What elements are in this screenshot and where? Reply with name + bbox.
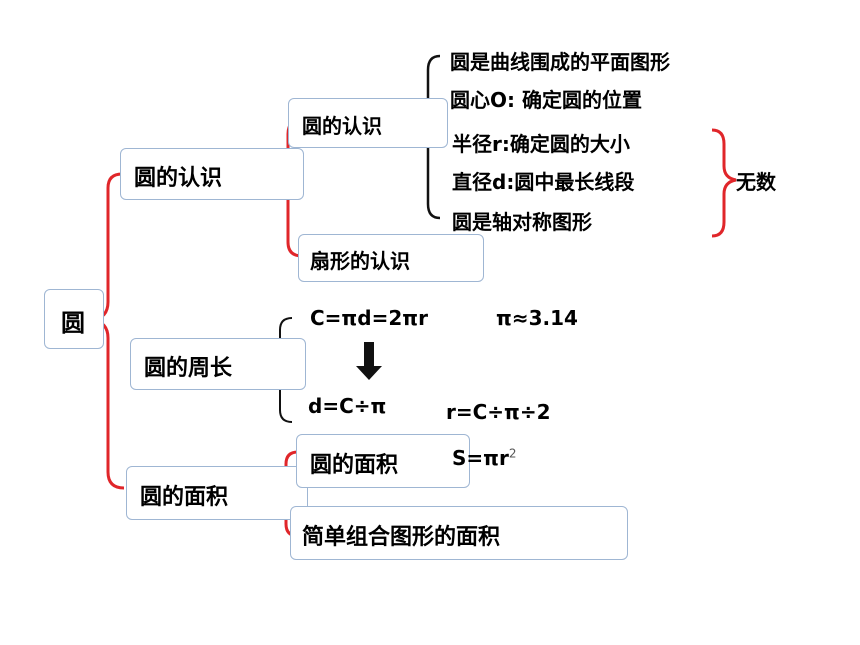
node-mianji[interactable]: [126, 466, 308, 520]
node-renshi-label: 圆的认识: [134, 166, 223, 191]
root-node[interactable]: [44, 289, 104, 349]
formula-r: r=C÷π÷2: [446, 400, 551, 424]
arrow-head: [356, 366, 382, 380]
node-mianji-label: 圆的面积: [140, 485, 229, 510]
node-renshi-sub[interactable]: [288, 98, 448, 148]
root-label: 圆: [61, 309, 85, 337]
node-shanxing[interactable]: [298, 234, 484, 282]
node-shanxing-label: 扇形的认识: [310, 249, 410, 273]
node-renshi-sub-label: 圆的认识: [302, 114, 382, 138]
formula-area-base: S=πr: [452, 446, 509, 470]
node-mianji-sub[interactable]: [296, 434, 470, 488]
wushu-bracket: [711, 128, 737, 238]
node-zhouchang[interactable]: [130, 338, 306, 390]
fact-2: 圆心O: 确定圆的位置: [450, 88, 642, 112]
formula-d: d=C÷π: [308, 394, 387, 418]
node-mianji-sub-label: 圆的面积: [310, 453, 399, 478]
wushu-label: 无数: [736, 170, 776, 194]
fact-4: 直径d:圆中最长线段: [452, 170, 635, 194]
fact-3: 半径r:确定圆的大小: [452, 132, 630, 156]
formula-area: S=πr2: [452, 446, 517, 470]
arrow-shaft: [364, 342, 374, 366]
node-zuhe-label: 简单组合图形的面积: [302, 525, 501, 550]
node-renshi[interactable]: [120, 148, 304, 200]
formula-area-sup: 2: [508, 446, 517, 461]
fact-5: 圆是轴对称图形: [452, 210, 592, 234]
node-zuhe[interactable]: [290, 506, 628, 560]
fact-1: 圆是曲线围成的平面图形: [450, 50, 670, 74]
formula-pi: π≈3.14: [496, 306, 578, 330]
node-zhouchang-label: 圆的周长: [144, 356, 233, 381]
formula-circumference: C=πd=2πr: [310, 306, 428, 330]
